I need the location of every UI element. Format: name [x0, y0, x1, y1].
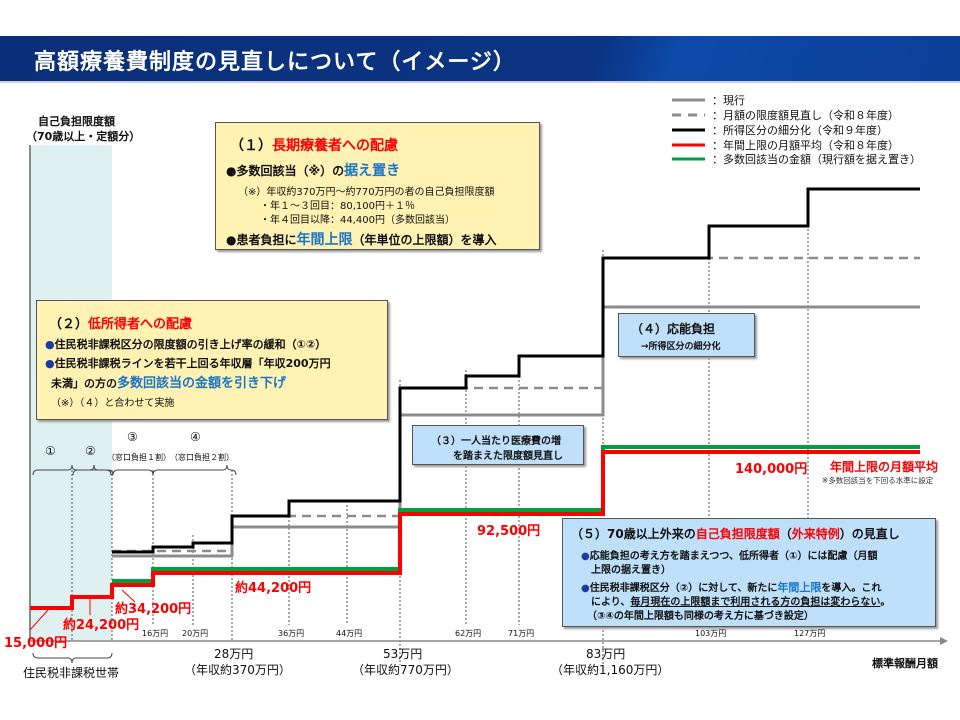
- major-tick-label: 28万円: [214, 647, 254, 661]
- tick-label: 36万円: [278, 629, 305, 638]
- legend-item: ：多数回該当の金額（現行額を据え置き）: [712, 153, 921, 166]
- tick-label: 44万円: [336, 629, 363, 638]
- major-tick-label: 53万円: [383, 647, 423, 661]
- y-axis-label: 自己負担限度額: [38, 115, 115, 128]
- box-long-term-patients: （１）長期療養者への配慮 ●多数回該当（※）の据え置き （※）年収約370万円～…: [215, 122, 540, 250]
- legend-item: ：年間上限の月額平均（令和８年度）: [712, 139, 899, 152]
- box2-bullet2-highlight: 多数回該当の金額を引き下げ: [117, 376, 287, 391]
- box2-note: （※）（４）と合わせて実施: [51, 398, 175, 409]
- box5-bullet2-post: を導入。これ: [821, 583, 882, 594]
- box5-bullet1: 応能負担の考え方を踏まえつつ、低所得者（①）には配慮（月額: [589, 551, 878, 562]
- box-ability-to-pay: （４）応能負担 →所得区分の細分化: [618, 313, 755, 357]
- amount-label: 約24,200円: [63, 618, 140, 633]
- tick-label: 20万円: [182, 629, 209, 638]
- box4-heading: （４）応能負担: [631, 322, 716, 336]
- box1-bullet1: ●多数回該当（※）の: [226, 164, 345, 178]
- box5-heading-part: ）の見直し: [839, 527, 900, 541]
- group-4-sublabel: （窓口負担２割）: [170, 453, 234, 462]
- box2-number: （２）: [49, 317, 89, 332]
- legend-item: ：所得区分の細分化（令和９年度）: [712, 124, 888, 137]
- box5-heading-part: （: [779, 527, 792, 541]
- box5-bullet2-underlined: 毎月現在の上限額まで利用される方の負担は変わらない: [630, 597, 881, 608]
- group-3-sublabel: （窓口負担１割）: [107, 453, 171, 462]
- box1-bullet1-highlight: 据え置き: [344, 163, 401, 179]
- annual-cap-label: 年間上限の月額平均: [830, 460, 939, 474]
- tick-label: 71万円: [508, 629, 535, 638]
- box5-heading: （５）70歳以上外来の: [571, 527, 696, 541]
- tick-label: 62万円: [455, 629, 482, 638]
- legend-item: ：現行: [712, 94, 745, 107]
- major-tick-label: 83万円: [586, 647, 626, 661]
- line-annual-cap: [30, 450, 920, 610]
- box5-heading-hl: 外来特例: [791, 527, 840, 541]
- annual-cap-note: ※多数回該当を下回る水準に設定: [822, 476, 934, 485]
- y-axis-sublabel: （70歳以上・定額分）: [26, 130, 141, 143]
- line-income-subdivision: [112, 187, 920, 554]
- major-tick-income: （年収約370万円）: [184, 663, 291, 677]
- box2-bullet2: 住民税非課税ラインを若干上回る年収層「年収200万円: [54, 357, 331, 370]
- title-bar: 高額療養費制度の見直しについて（イメージ）: [0, 36, 960, 83]
- box2-bullet2-cont: 未満」の方の: [51, 377, 117, 390]
- box-cost-increase: （３）一人当たり医療費の増 を踏まえた限度額見直し: [412, 425, 584, 465]
- box3-line: を踏まえた限度額見直し: [453, 451, 563, 462]
- line-monthly-revision: [112, 256, 920, 553]
- page-title: 高額療養費制度の見直しについて（イメージ）: [34, 50, 516, 75]
- box1-bullet2-post: （年単位の上限額）を導入: [352, 233, 497, 247]
- major-tick-income: （年収約1,160万円）: [551, 663, 670, 677]
- box-low-income: （２）低所得者への配慮 ●住民税非課税区分の限度額の引き上げ率の緩和（①②） ●…: [36, 300, 388, 420]
- box-outpatient-70plus: （５）70歳以上外来の自己負担限度額（外来特例）の見直し ●応能負担の考え方を踏…: [562, 518, 936, 627]
- group-4-label: ④: [190, 430, 201, 444]
- box2-bullet1: 住民税非課税区分の限度額の引き上げ率の緩和（①②）: [54, 338, 327, 351]
- amount-label: 約34,200円: [115, 602, 192, 617]
- box1-note: ・年４回目以降：44,400円（多数回該当）: [260, 215, 455, 226]
- group-3-label: ③: [127, 430, 138, 444]
- x-axis-label: 標準報酬月額: [872, 657, 938, 670]
- box4-sub: →所得区分の細分化: [641, 342, 721, 352]
- box1-bullet2: ●患者負担に: [226, 233, 297, 247]
- box3-line: （３）一人当たり医療費の増: [431, 436, 561, 447]
- box2-heading: 低所得者への配慮: [88, 317, 193, 332]
- amount-label: 15,000円: [4, 636, 68, 651]
- box1-bullet2-highlight: 年間上限: [296, 232, 353, 248]
- box5-heading-hl: 自己負担限度額: [695, 527, 780, 541]
- tick-label: 16万円: [142, 629, 169, 638]
- box5-bullet2-note: （③④の年間上限額も同様の考え方に基づき設定）: [587, 611, 814, 622]
- box1-number: （１）: [230, 138, 272, 154]
- tick-label: 103万円: [695, 629, 727, 638]
- legend-swatches: [672, 98, 705, 161]
- box5-bullet2-highlight: 年間上限: [777, 581, 822, 594]
- box1-note: （※）年収約370万円～約770万円の者の自己負担限度額: [238, 187, 495, 198]
- tick-label: 127万円: [794, 629, 826, 638]
- box5-bullet2: 住民税非課税区分（②）に対して、新たに: [589, 583, 778, 594]
- label-leaders: [29, 589, 136, 631]
- box5-bullet2-cont: 。: [880, 597, 891, 608]
- box5-bullet1-cont: 上限の据え置き）: [591, 565, 671, 576]
- box5-bullet2-cont: により、: [591, 597, 631, 608]
- amount-label: 92,500円: [477, 524, 541, 539]
- group-1-label: ①: [45, 444, 56, 458]
- box1-heading: 長期療養者への配慮: [272, 138, 398, 154]
- non-taxable-household-label: 住民税非課税世帯: [23, 666, 120, 680]
- group-2-label: ②: [85, 444, 96, 458]
- amount-label: 約44,200円: [235, 581, 312, 596]
- x-axis-arrow-icon: [940, 637, 948, 645]
- major-tick-income: （年収約770万円）: [352, 663, 459, 677]
- box1-note: ・年１～３回目：80,100円＋１％: [260, 201, 415, 212]
- group-brackets: [32, 464, 237, 664]
- amount-label: 140,000円: [735, 462, 808, 477]
- legend-item: ：月額の限度額見直し（令和８年度）: [712, 109, 899, 122]
